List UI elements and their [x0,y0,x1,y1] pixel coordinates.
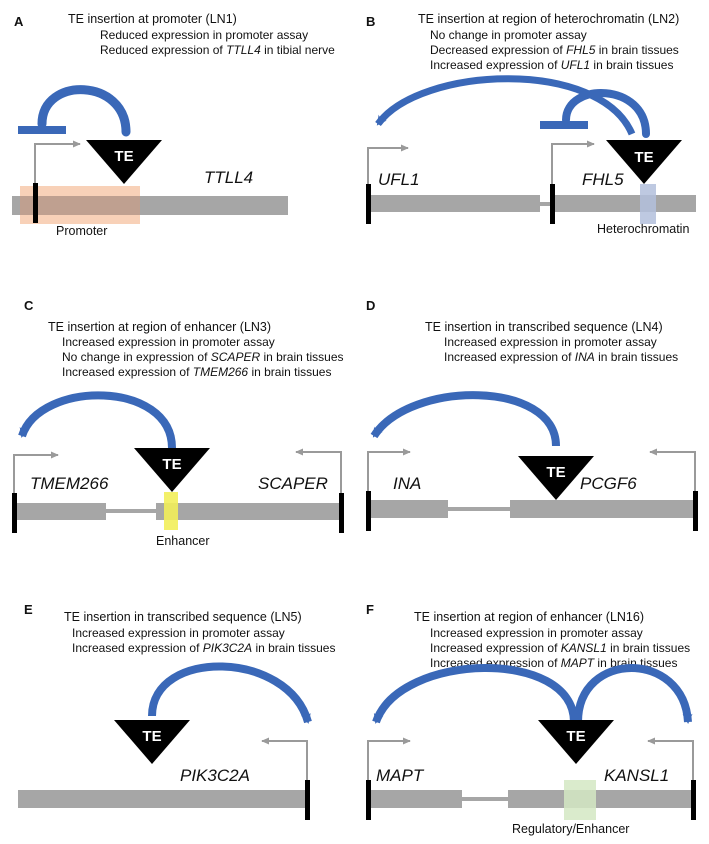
gene-bar-ttll4 [12,196,288,215]
panel-c-letter: C [24,298,34,313]
te-label-f: TE [566,728,585,745]
activation-arc-d [370,391,560,447]
gene-label-mapt: MAPT [376,766,424,785]
activation-arc-c [18,391,176,449]
promoter-overlap [20,196,140,215]
tss-mark-kansl1 [691,780,696,820]
enhancer-highlight [164,492,178,530]
gene-label-kansl1: KANSL1 [604,766,670,785]
panel-e-line-1: Increased expression in promoter assay [72,626,285,640]
panel-e-letter: E [24,602,33,617]
gene-label-pcgf6: PCGF6 [580,474,637,493]
promoter-label: Promoter [56,224,108,238]
gene-bar-ina-exon [370,500,448,518]
panel-b-line-1: No change in promoter assay [430,28,587,42]
panel-f-line-2: Increased expression of KANSL1 in brain … [430,641,691,655]
tss-mark-pik3c2a [305,780,310,820]
te-label-c: TE [162,456,181,473]
panel-d-diagram: TE [366,391,698,531]
repression-bar-b [540,121,588,129]
gene-bar-pcgf6 [510,500,696,518]
gene-label-ttll4: TTLL4 [204,168,254,187]
repression-arc-a [37,85,131,137]
panel-d-line-1: Increased expression in promoter assay [444,335,657,349]
panel-c-line-3: Increased expression of TMEM266 in brain… [62,365,332,379]
regulatory-enhancer-label: Regulatory/Enhancer [512,822,630,836]
panel-b-line-3: Increased expression of UFL1 in brain ti… [430,58,674,72]
panel-d-line-2: Increased expression of INA in brain tis… [444,350,679,364]
tss-mark-mapt [366,780,371,820]
panel-c-title: TE insertion at region of enhancer (LN3) [48,320,272,334]
tss-mark-scaper [339,493,344,533]
gene-label-fhl5: FHL5 [582,170,624,189]
te-label-d: TE [546,464,565,481]
panel-f-diagram: TE [366,664,696,820]
panel-b-line-2: Decreased expression of FHL5 in brain ti… [430,43,679,57]
panel-f-letter: F [366,602,374,617]
activation-arc-e [148,662,312,724]
gene-label-ina: INA [393,474,422,493]
tss-mark-ttll4 [33,183,38,223]
gene-bar-kansl1 [508,790,694,808]
panel-f-title: TE insertion at region of enhancer (LN16… [414,610,644,624]
panel-a-diagram: TE [12,85,288,224]
enhancer-label: Enhancer [156,534,210,548]
te-label-e: TE [142,728,161,745]
activation-arc-b [375,75,636,136]
panel-f-line-3: Increased expression of MAPT in brain ti… [430,656,678,670]
te-triangle-e [114,720,190,764]
regulatory-enhancer-highlight [564,780,596,820]
promoter-highlight [20,186,140,224]
tss-mark-tmem266 [12,493,17,533]
gene-label-tmem266: TMEM266 [30,474,109,493]
activation-arc-f-mapt [372,664,578,724]
heterochromatin-highlight [640,184,656,224]
panel-c-line-1: Increased expression in promoter assay [62,335,275,349]
panel-d-title: TE insertion in transcribed sequence (LN… [425,320,663,334]
panel-e-line-2: Increased expression of PIK3C2A in brain… [72,641,336,655]
panel-c-line-2: No change in expression of SCAPER in bra… [62,350,344,364]
gene-label-ufl1: UFL1 [378,170,420,189]
te-triangle-c [134,448,210,492]
gene-bar-tmem266 [14,503,106,520]
panel-e-diagram: TE [18,662,312,820]
panel-c-diagram: TE [12,391,344,533]
panel-a-line-2: Reduced expression of TTLL4 in tibial ne… [100,43,335,57]
panel-e-title: TE insertion in transcribed sequence (LN… [64,610,302,624]
panel-f-line-1: Increased expression in promoter assay [430,626,643,640]
heterochromatin-label: Heterochromatin [597,222,690,236]
panel-d-letter: D [366,298,376,313]
panel-a-title: TE insertion at promoter (LN1) [68,12,237,26]
panel-b-title: TE insertion at region of heterochromati… [418,12,680,26]
repression-arc-b [562,89,650,138]
tss-arrow-pcgf6 [649,448,696,491]
panel-a-letter: A [14,14,24,29]
gene-label-scaper: SCAPER [258,474,328,493]
tss-arrow-ttll4 [34,140,81,183]
repression-bar-a [18,126,66,134]
tss-mark-pcgf6 [693,491,698,531]
panel-b-diagram: TE [366,75,696,224]
gene-bar-mapt [368,790,462,808]
gene-label-pik3c2a: PIK3C2A [180,766,250,785]
gene-bar-scaper [156,503,342,520]
te-label-b: TE [634,149,653,166]
gene-bar-ufl1 [370,195,540,212]
panel-a-line-1: Reduced expression in promoter assay [100,28,309,42]
gene-bar-fhl5 [552,195,696,212]
te-label-a: TE [114,148,133,165]
tss-mark-fhl5 [550,184,555,224]
te-triangle-f [538,720,614,764]
tss-mark-ufl1 [366,184,371,224]
tss-mark-ina [366,491,371,531]
gene-bar-pik3c2a [18,790,308,808]
te-triangle-a [86,140,162,184]
panel-b-letter: B [366,14,376,29]
activation-arc-f-kansl1 [574,664,693,724]
tss-arrow-pik3c2a [261,737,308,780]
